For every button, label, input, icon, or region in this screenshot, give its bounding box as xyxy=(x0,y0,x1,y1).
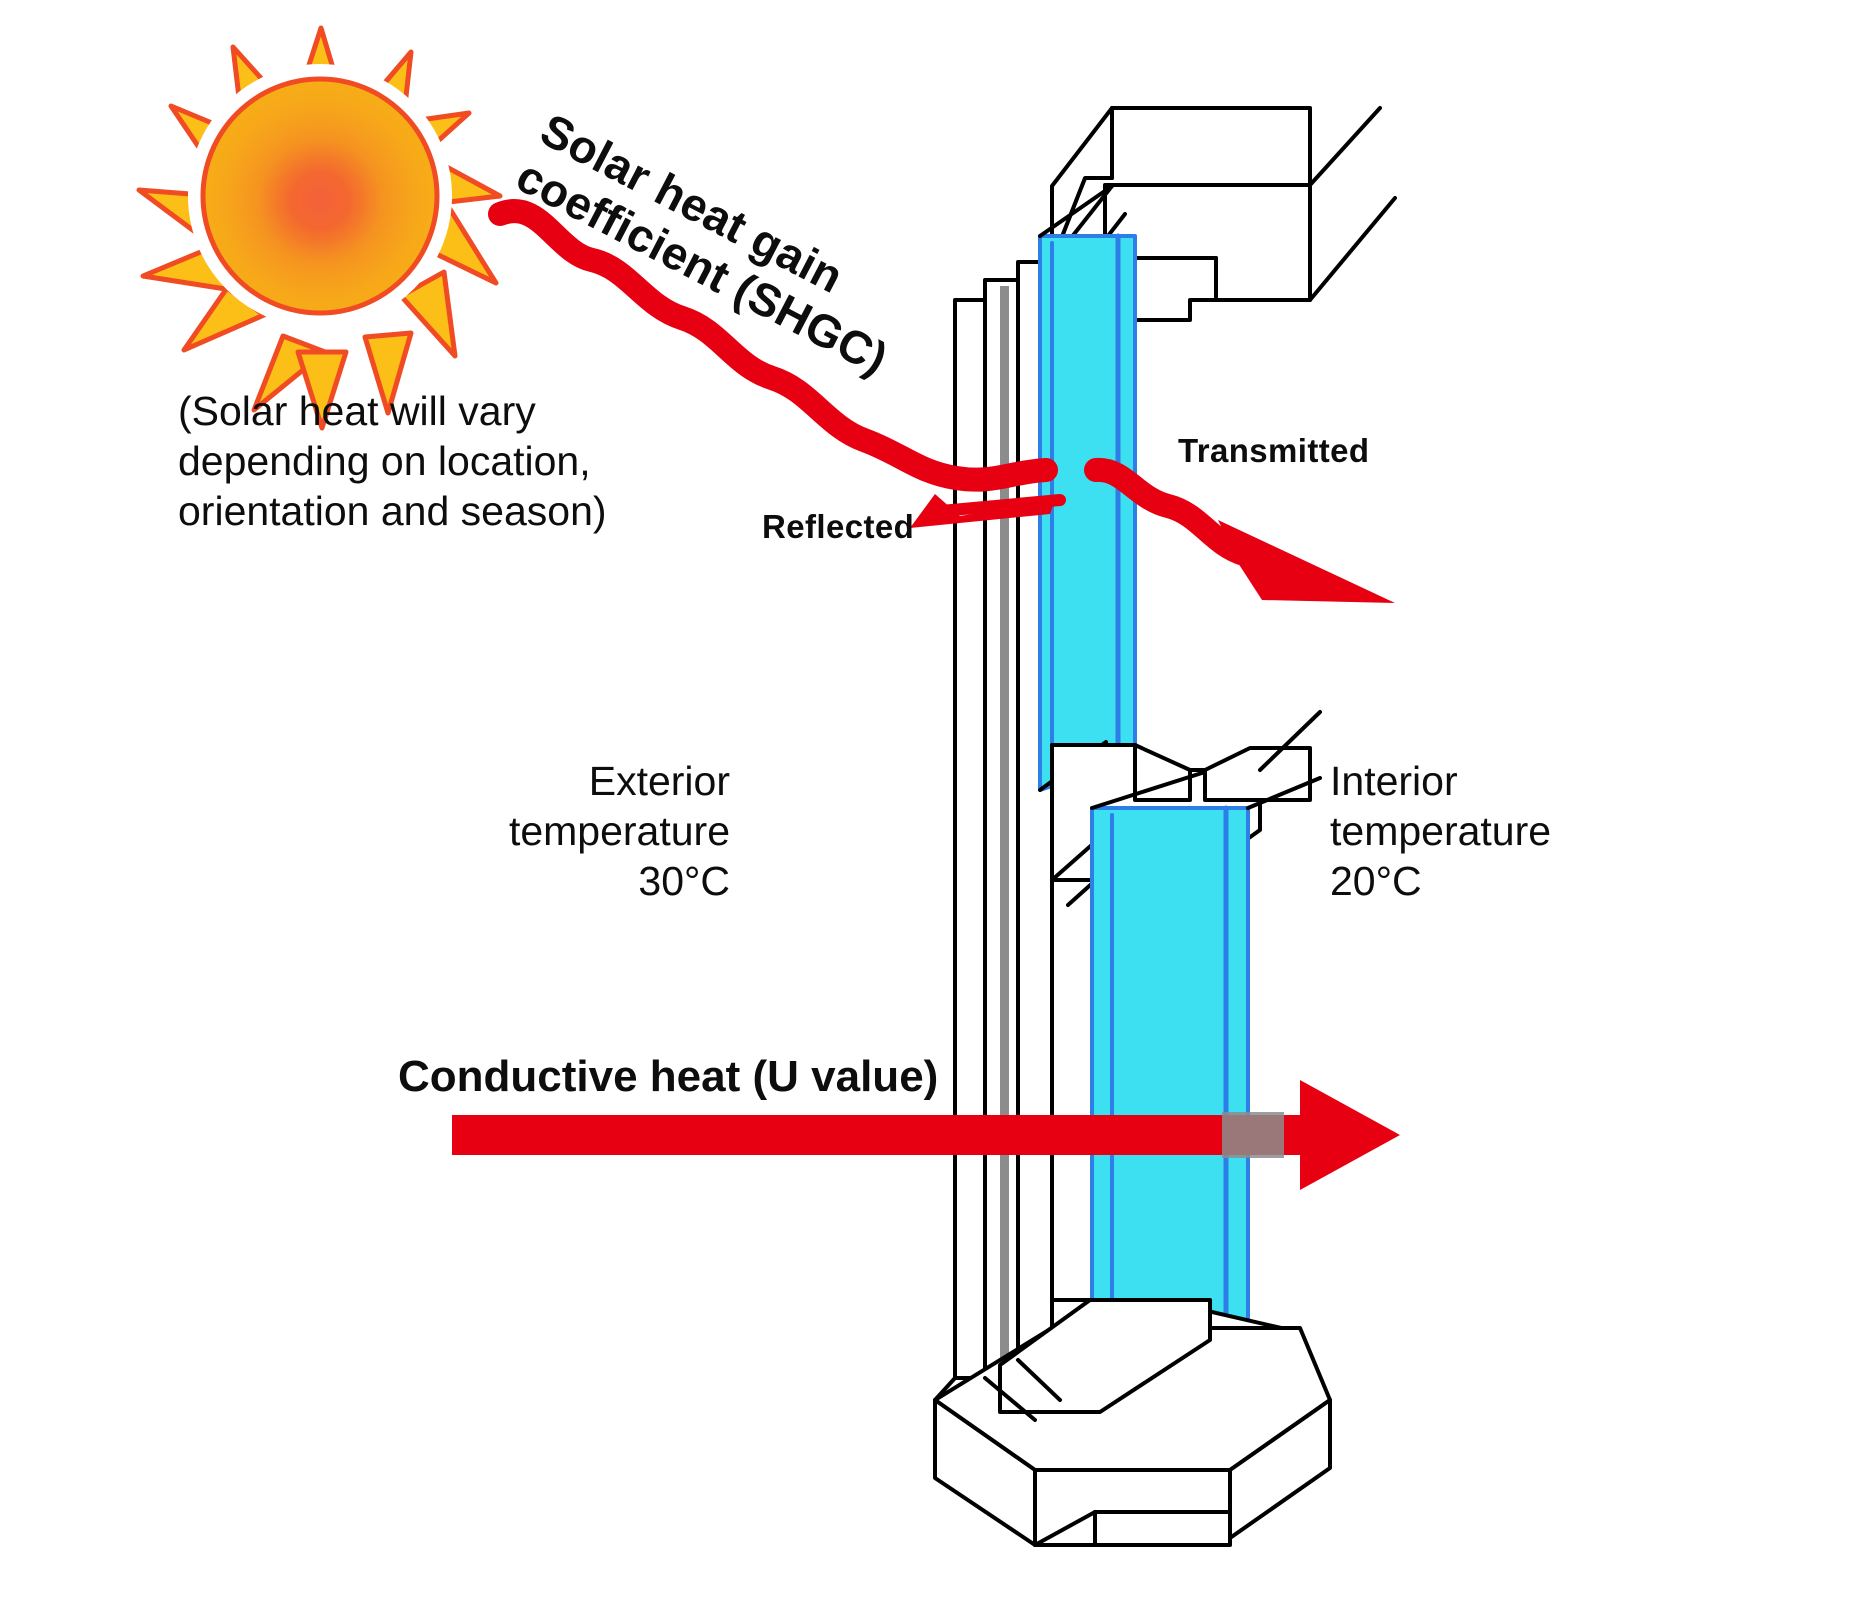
label-exterior-temperature: Exterior temperature 30°C xyxy=(508,758,730,905)
sun-icon xyxy=(136,25,503,431)
transmitted-arrow-icon xyxy=(1084,458,1395,603)
solar-incoming-wavy-arrow-icon xyxy=(488,199,1058,492)
label-conductive-heat: Conductive heat (U value) xyxy=(398,1052,939,1101)
label-interior-temperature: Interior temperature 20°C xyxy=(1330,758,1552,905)
glass-pane-upper xyxy=(1038,233,1137,792)
label-solar-heat-note: (Solar heat will vary depending on locat… xyxy=(178,388,607,535)
reflected-arrow-icon xyxy=(910,494,1066,528)
label-reflected: Reflected xyxy=(762,508,915,545)
label-transmitted: Transmitted xyxy=(1178,432,1370,469)
window-cross-section-icon xyxy=(933,106,1397,1547)
glass-pane-lower xyxy=(1090,805,1250,1364)
conductive-heat-arrow-icon xyxy=(452,1080,1400,1190)
